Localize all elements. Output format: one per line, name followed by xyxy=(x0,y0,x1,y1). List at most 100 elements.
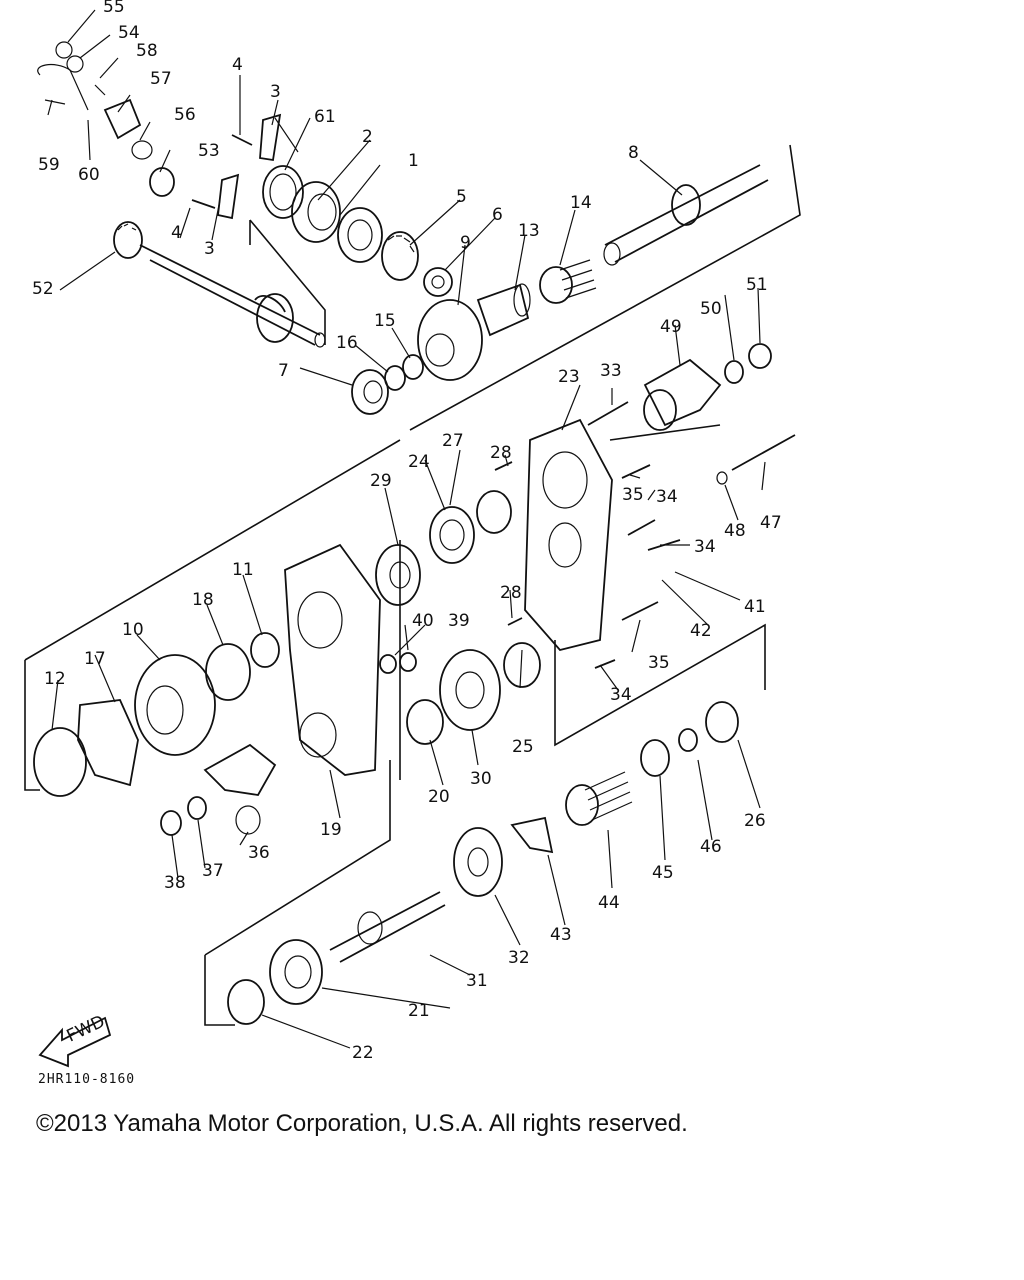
gear-32 xyxy=(453,827,503,897)
part-label: 15 xyxy=(374,311,396,331)
part-label: 7 xyxy=(278,361,289,381)
bearing-24 xyxy=(429,506,475,564)
nut-6 xyxy=(423,267,453,297)
part-label: 1 xyxy=(408,151,419,171)
pinion-gear-52 xyxy=(113,221,143,259)
nut-38 xyxy=(160,810,182,836)
bearing-7 xyxy=(351,369,389,415)
part-label: 45 xyxy=(652,863,674,883)
part-label: 27 xyxy=(442,431,464,451)
gear-5 xyxy=(381,231,419,281)
part-label: 26 xyxy=(744,811,766,831)
bearing-20 xyxy=(406,699,444,745)
part-label: 55 xyxy=(103,0,125,17)
washer-15 xyxy=(402,354,424,380)
part-label: 13 xyxy=(518,221,540,241)
washer-46 xyxy=(678,728,698,752)
part-label: 37 xyxy=(202,861,224,881)
ring-gear-9 xyxy=(417,299,483,381)
gear-30 xyxy=(439,649,501,731)
part-label: 60 xyxy=(78,165,100,185)
part-label: 49 xyxy=(660,317,682,337)
part-label: 43 xyxy=(550,925,572,945)
bush-11 xyxy=(250,632,280,668)
part-label: 4 xyxy=(171,223,182,243)
oil-seal-61 xyxy=(262,165,304,219)
part-label: 42 xyxy=(690,621,712,641)
part-label: 48 xyxy=(724,521,746,541)
part-label: 47 xyxy=(760,513,782,533)
part-label: 28 xyxy=(500,583,522,603)
shaft-8 xyxy=(603,164,769,266)
lower-assembly-frame xyxy=(204,760,391,1026)
part-label: 10 xyxy=(122,620,144,640)
part-label: 34 xyxy=(656,487,678,507)
part-label: 57 xyxy=(150,69,172,89)
part-label: 59 xyxy=(38,155,60,175)
part-label: 6 xyxy=(492,205,503,225)
part-label: 61 xyxy=(314,107,336,127)
part-label: 52 xyxy=(32,279,54,299)
coupling-13 xyxy=(476,283,531,337)
washers-39-40 xyxy=(379,652,417,674)
part-label: 16 xyxy=(336,333,358,353)
part-label: 18 xyxy=(192,590,214,610)
part-label: 51 xyxy=(746,275,768,295)
part-label: 30 xyxy=(470,769,492,789)
part-label: 19 xyxy=(320,820,342,840)
washer-37 xyxy=(187,796,207,820)
copyright-notice: ©2013 Yamaha Motor Corporation, U.S.A. A… xyxy=(36,1110,688,1137)
part-label: 56 xyxy=(174,105,196,125)
fwd-label: FWD xyxy=(64,1012,108,1047)
part-label: 40 xyxy=(412,611,434,631)
bearing-26 xyxy=(705,701,739,743)
nut-51 xyxy=(748,343,772,369)
bolts-4 xyxy=(191,134,253,209)
part-label: 2 xyxy=(362,127,373,147)
bearing-2 xyxy=(291,181,341,243)
part-label: 46 xyxy=(700,837,722,857)
yoke-36 xyxy=(203,743,277,835)
part-label: 38 xyxy=(164,873,186,893)
spring-14 xyxy=(539,259,597,304)
catalog-code: 2HR110-8160 xyxy=(38,1072,136,1087)
washer-16 xyxy=(384,365,406,391)
part-label: 35 xyxy=(622,485,644,505)
part-label: 34 xyxy=(610,685,632,705)
part-label: 34 xyxy=(694,537,716,557)
part-labels: 1 2 3 3 4 4 5 6 7 8 9 10 11 12 13 14 15 … xyxy=(32,0,782,1063)
part-label: 54 xyxy=(118,23,140,43)
part-label: 53 xyxy=(198,141,220,161)
part-label: 23 xyxy=(558,367,580,387)
part-label: 14 xyxy=(570,193,592,213)
part-label: 21 xyxy=(408,1001,430,1021)
bearing-21 xyxy=(269,939,323,1005)
part-label: 25 xyxy=(512,737,534,757)
part-label: 31 xyxy=(466,971,488,991)
oil-seal-27 xyxy=(476,490,512,534)
gear-29 xyxy=(375,544,421,606)
part-label: 17 xyxy=(84,649,106,669)
pins-28 xyxy=(494,461,523,626)
part-label: 44 xyxy=(598,893,620,913)
exploded-parts-diagram: FWD 1 2 3 3 4 4 5 6 7 8 9 10 11 12 13 14… xyxy=(24,0,801,1068)
drive-shaft-upper xyxy=(139,244,326,348)
middle-assembly-frame xyxy=(24,439,401,791)
part-label: 28 xyxy=(490,443,512,463)
upper-assembly-frame xyxy=(249,144,801,431)
part-label: 29 xyxy=(370,471,392,491)
cover-23 xyxy=(524,418,613,652)
washer-50 xyxy=(724,360,744,384)
part-label: 3 xyxy=(204,239,215,259)
cover-10 xyxy=(134,654,216,756)
yoke-49 xyxy=(643,358,722,431)
part-label: 4 xyxy=(232,55,243,75)
part-label: 12 xyxy=(44,669,66,689)
part-label: 8 xyxy=(628,143,639,163)
cable-parts-55-60 xyxy=(37,41,153,160)
part-label: 35 xyxy=(648,653,670,673)
shim-1 xyxy=(337,207,383,263)
bearing-25 xyxy=(503,642,541,688)
part-label: 39 xyxy=(448,611,470,631)
part-label: 33 xyxy=(600,361,622,381)
